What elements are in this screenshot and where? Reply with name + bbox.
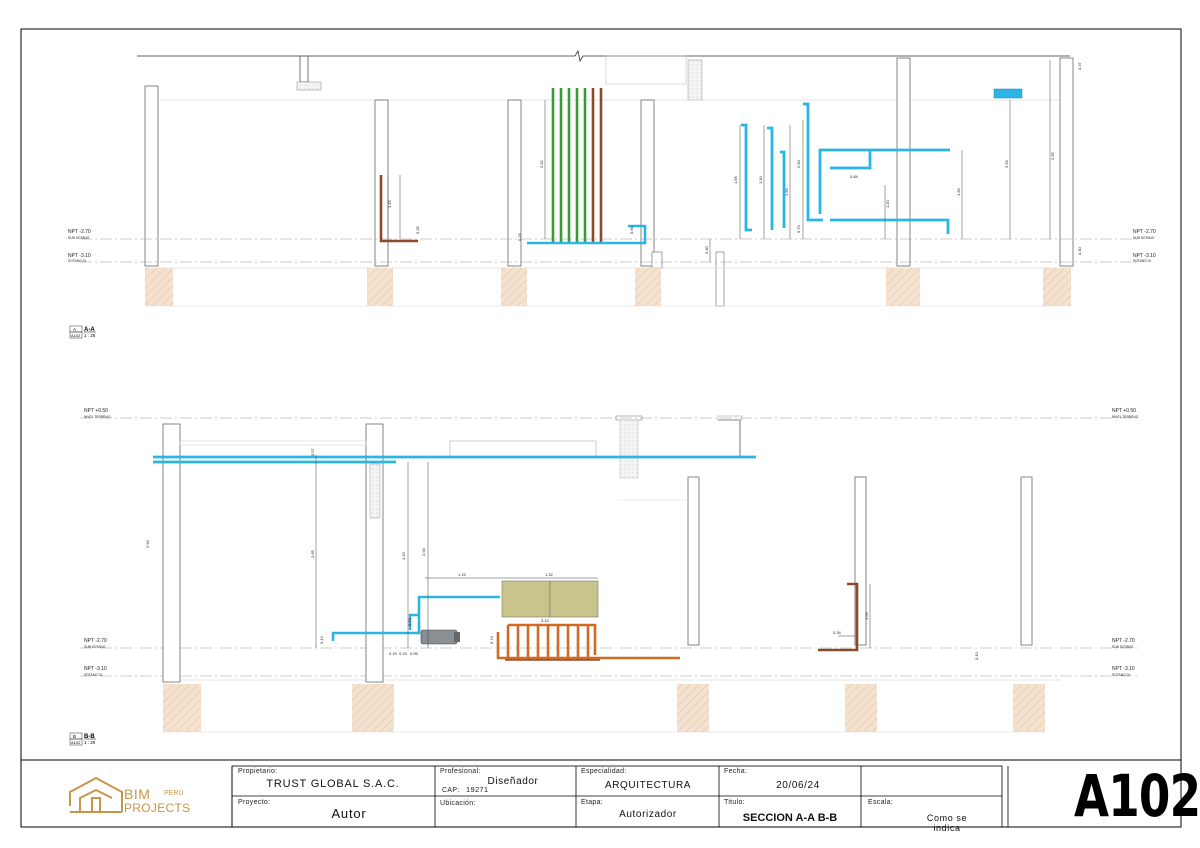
section-b-b-drawing: 0.57 2.90 2.65 2.43 2.94 1.15 1.32 3.15 … (69, 408, 1140, 746)
dim-b-14: 0.74 (489, 635, 494, 644)
logo-country-text: PERÚ (164, 790, 184, 797)
dim-b-12: 0.05 (410, 651, 419, 656)
section-tag-a-sheet: A102 (71, 333, 81, 338)
dim-a-14: 2.53 (1004, 159, 1009, 168)
proyecto-label: Proyecto: (238, 799, 271, 806)
dim-b-15: 0.34 (833, 630, 842, 635)
proyecto-value: Autor (331, 806, 367, 821)
logo-projects-text: PROJECTS (124, 801, 191, 815)
fecha-label: Fecha: (724, 768, 748, 775)
dim-a-8: 1.50 (784, 187, 789, 196)
especialidad-value: ARQUITECTURA (604, 780, 692, 791)
level-b-right-sub-050: NIVEL TERRENO (1112, 415, 1139, 419)
dim-b-10: 0.13 (319, 635, 324, 644)
propietario-label: Propietario: (238, 768, 278, 775)
dim-a-6: 1.95 (733, 175, 738, 184)
dim-b-3: 2.65 (310, 549, 315, 558)
dim-a-15: 2.95 (1050, 151, 1055, 160)
pump (420, 629, 458, 645)
dim-a-5: 0.25 (517, 232, 522, 241)
level-b-right-npt-310: NPT -3.10 (1112, 666, 1135, 672)
dim-a-1: 1.15 (387, 199, 392, 208)
dim-b-13: 0.19 (389, 651, 398, 656)
section-b-scale: 1 : 20 (84, 740, 96, 745)
escala-value: Como se indica (926, 813, 968, 833)
dim-a-2: 2.92 (539, 159, 544, 168)
section-tag-b-sheet: A102 (71, 740, 81, 745)
level-b-right-sub-310: SOTANO 01 (1112, 673, 1130, 677)
section-a-name: A-A (84, 327, 95, 333)
section-a-scale: 1 : 25 (84, 333, 96, 338)
level-a-right-sub-270: SUB SOTANO (1133, 236, 1155, 240)
dim-a-18: 0.40 (1077, 246, 1082, 255)
escala-label: Escala: (868, 799, 894, 806)
dim-a-16: 0.37 (1077, 61, 1082, 70)
dim-b-6: 1.15 (458, 572, 467, 577)
dim-a-4: 0.60 (629, 225, 634, 234)
logo-bim-text: BIM (124, 786, 151, 802)
pump-manifold (496, 623, 680, 660)
cap-label: CAP: (442, 787, 460, 794)
especialidad-label: Especialidad: (581, 768, 627, 775)
dim-b-17: 0.10 (974, 651, 979, 660)
titulo-label: Titulo: (724, 799, 745, 806)
titulo-value: SECCION A-A B-B (742, 812, 838, 824)
level-b-right-npt-050: NPT +0.50 (1112, 408, 1136, 414)
tank-left (501, 580, 551, 618)
dim-a-17: 0.40 (704, 245, 709, 254)
cap-value: 19271 (466, 785, 489, 794)
tank-right (549, 580, 599, 618)
dim-b-1: 0.57 (310, 447, 315, 456)
section-tag-a-letter: A (73, 327, 76, 332)
section-tag-b-letter: B (73, 734, 76, 739)
dim-b-8: 3.15 (541, 618, 550, 623)
bim-projects-logo (69, 776, 123, 813)
level-b-left-npt-310: NPT -3.10 (84, 666, 107, 672)
fecha-value: 20/06/24 (776, 780, 820, 791)
dim-a-11: 0.84 (850, 174, 859, 179)
dim-a-3: 0.25 (415, 225, 420, 234)
dim-b-2: 2.90 (145, 539, 150, 548)
level-b-right-npt-270: NPT -2.70 (1112, 638, 1135, 644)
dim-b-11: 0.15 (399, 651, 408, 656)
level-a-right-npt-270: NPT -2.70 (1133, 229, 1156, 235)
title-block-grid (231, 765, 1009, 828)
level-a-right-npt-310: NPT -3.10 (1133, 253, 1156, 259)
level-a-left-sub-270: SUB SOTANO (68, 236, 90, 240)
level-b-left-npt-270: NPT -2.70 (84, 638, 107, 644)
level-a-left-npt-310: NPT -3.10 (68, 253, 91, 259)
level-b-left-npt-050: NPT +0.50 (84, 408, 108, 414)
dim-a-10: 0.70 (796, 224, 801, 233)
level-a-right-sub-310: SOTANO 01 (1133, 259, 1151, 263)
dim-b-7: 1.32 (545, 572, 554, 577)
sheet-number: A102 (1074, 762, 1200, 830)
profesional-value: Diseñador (487, 776, 539, 787)
level-a-left-npt-270: NPT -2.70 (68, 229, 91, 235)
dim-a-12: 1.20 (885, 199, 890, 208)
level-b-right-sub-270: SUB SOTANO (1112, 645, 1134, 649)
pipes-right-cluster (741, 102, 950, 234)
section-b-name: B-B (84, 734, 95, 740)
etapa-value: Autorizador (619, 809, 677, 820)
level-a-left-sub-310: SOTANO 01 (68, 259, 86, 263)
ubicacion-label: Ubicación: (440, 800, 476, 807)
etapa-label: Etapa: (581, 799, 604, 806)
riser-bundle (551, 88, 603, 243)
level-b-left-sub-050: NIVEL TERRENO (84, 415, 111, 419)
dim-b-4: 2.43 (401, 551, 406, 560)
dim-b-5: 2.94 (421, 547, 426, 556)
section-tag-a: A A102 A-A 1 : 25 (69, 325, 96, 339)
dim-b-9: 0.74 (407, 617, 412, 626)
section-tag-b: B A102 B-B 1 : 20 (69, 732, 96, 746)
dim-a-13: 1.50 (956, 187, 961, 196)
propietario-value: TRUST GLOBAL S.A.C. (266, 778, 400, 790)
level-b-left-sub-270: SUB SOTANO (84, 645, 106, 649)
dim-a-7: 1.90 (758, 175, 763, 184)
section-a-a-drawing: 1.15 2.92 0.25 0.60 0.25 1.95 1.90 1.50 … (68, 49, 1156, 339)
dim-a-9: 2.50 (796, 159, 801, 168)
dim-b-16: 1.65 (864, 611, 869, 620)
profesional-label: Profesional: (440, 768, 481, 775)
level-b-left-sub-310: SOTANO 01 (84, 673, 102, 677)
